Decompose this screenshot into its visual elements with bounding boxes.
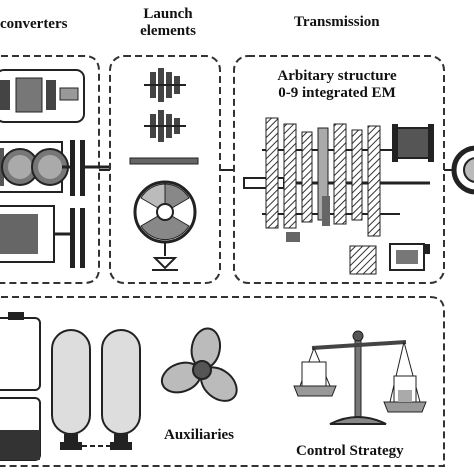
- launch-header-line1: Launch: [143, 6, 193, 22]
- battery-icon: [0, 312, 41, 391]
- hydrogen-tank-icon: [101, 329, 141, 450]
- launch-elements-box: [109, 55, 221, 284]
- fan-icon: [160, 327, 238, 402]
- electric-machine-icon: [349, 243, 430, 275]
- converters-header: converters: [0, 16, 68, 32]
- balance-scale-icon: [293, 330, 427, 425]
- control-strategy-label: Control Strategy: [296, 443, 404, 459]
- transmission-line1: Arbitary structure: [277, 68, 397, 84]
- transmission-line2: 0-9 integrated EM: [278, 85, 396, 101]
- electric-machine-icon: [0, 69, 85, 123]
- transmission-description: Arbitary structure 0-9 integrated EM: [262, 68, 412, 102]
- transmission-header: Transmission: [294, 14, 380, 30]
- gear-icon: [144, 68, 186, 102]
- hydrogen-tank-icon: [51, 329, 91, 450]
- wheel-icon: [444, 145, 474, 195]
- fuel-tank-icon: [0, 397, 41, 461]
- clutch-icon: [62, 140, 110, 268]
- gear-icon: [265, 117, 381, 242]
- electric-machine-icon: [0, 205, 70, 263]
- launch-elements-header: Launch elements: [128, 6, 208, 40]
- engine-icon: [0, 141, 69, 193]
- converters-box: [0, 55, 110, 284]
- electric-machine-icon: [392, 124, 434, 162]
- auxiliaries-label: Auxiliaries: [164, 427, 234, 443]
- storage-auxiliaries-box: [0, 296, 445, 467]
- gear-icon: [144, 110, 186, 142]
- shaft-icon: [129, 157, 199, 165]
- transmission-box: [233, 55, 445, 284]
- planetary-gear-icon: [133, 180, 197, 271]
- launch-header-line2: elements: [140, 23, 196, 39]
